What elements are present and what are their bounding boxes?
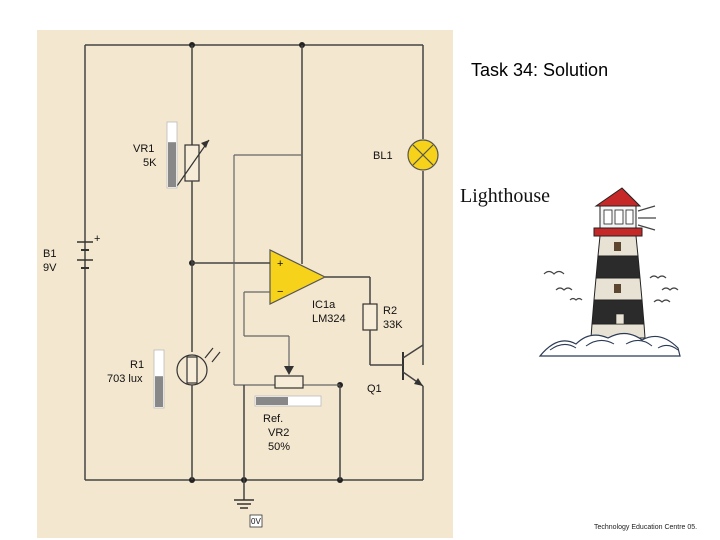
q1-name: Q1 [367, 383, 382, 395]
ic1a-name: IC1a [312, 299, 336, 311]
vr1-value: 5K [143, 157, 157, 169]
bl1-name: BL1 [373, 150, 393, 162]
vr2-resistor [274, 375, 304, 389]
ldr-light-arrow [211, 351, 221, 363]
r2-name: R2 [383, 305, 397, 317]
ground-label: 0V [251, 517, 261, 526]
opamp-minus-sign: − [277, 286, 283, 298]
vr2-wiper-arrow [284, 366, 294, 375]
vr2-value: 50% [268, 441, 290, 453]
opamp-triangle [269, 249, 327, 305]
lighthouse-roof [594, 187, 642, 207]
r1-value: 703 lux [107, 373, 143, 385]
tower-band [595, 255, 641, 279]
gull-icon [649, 275, 667, 279]
b1-name: B1 [43, 248, 56, 260]
r1-name: R1 [130, 359, 144, 371]
gull-icon [569, 297, 583, 301]
lamp-cross [412, 144, 434, 166]
vr1-name: VR1 [133, 143, 154, 155]
footer-credit: Technology Education Centre 05. [594, 524, 698, 531]
vr2-slider-fill [256, 397, 288, 405]
wave-lines [549, 340, 679, 351]
lighthouse-gallery [593, 227, 643, 237]
tower-window [614, 284, 621, 293]
battery-plus-sign: + [94, 233, 100, 245]
light-beam [637, 205, 656, 212]
lantern-window [625, 209, 634, 225]
vr2-name: VR2 [268, 427, 289, 439]
slide-title: Task 34: Solution [471, 60, 609, 80]
lighthouse-caption: Lighthouse [460, 185, 550, 207]
panel-background [37, 30, 453, 538]
r1-slider-fill [155, 376, 163, 407]
gull-icon [555, 287, 573, 291]
q1-collector [402, 344, 424, 359]
vr2-prefix: Ref. [263, 413, 283, 425]
lighthouse-illustration [538, 187, 681, 357]
tower-window [614, 242, 621, 251]
vr1-resistor [184, 144, 200, 182]
opamp-plus-sign: + [277, 258, 283, 270]
ldr-light-arrow [204, 347, 214, 359]
ic1a-value: LM324 [312, 313, 346, 325]
ldr-body [186, 356, 198, 384]
vr1-arrow-head [201, 140, 209, 148]
tower-door [615, 313, 625, 325]
b1-value: 9V [43, 262, 57, 274]
ground-badge [249, 514, 263, 528]
waves [538, 332, 681, 357]
gull-icon [661, 287, 679, 291]
gull-icon [653, 299, 671, 303]
light-beam [637, 224, 656, 231]
lantern-window [614, 209, 624, 225]
r2-resistor [362, 303, 378, 331]
circuit-schematic: VR1 5K BL1 + B1 9V + − IC1a LM324 [37, 30, 453, 538]
q1-emitter-arrow [414, 378, 423, 386]
circuit-diagram-panel: VR1 5K BL1 + B1 9V + − IC1a LM324 [37, 30, 453, 538]
lantern-window [603, 209, 613, 225]
r2-value: 33K [383, 319, 403, 331]
vr1-slider-fill [168, 142, 176, 187]
gull-icon [543, 270, 565, 275]
vr1-variable-arrow [176, 139, 210, 187]
